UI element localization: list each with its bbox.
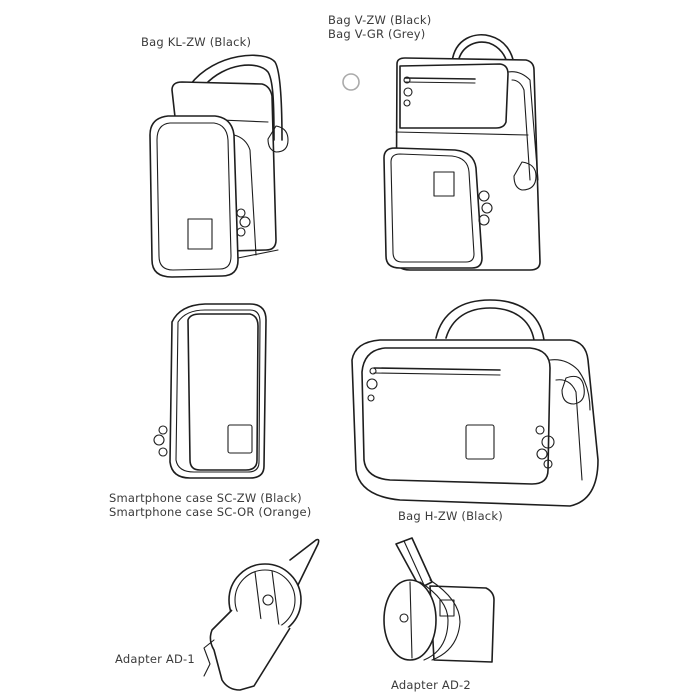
bag-h-zw-illustration bbox=[351, 299, 599, 507]
label-bag-kl-zw: Bag KL-ZW (Black) bbox=[141, 35, 252, 49]
label-bag-v-gr: Bag V-GR (Grey) bbox=[328, 27, 426, 41]
label-bag-h-zw: Bag H-ZW (Black) bbox=[398, 509, 503, 523]
adapter-ad-1-illustration bbox=[203, 538, 320, 691]
label-smartphone-case-sc-or: Smartphone case SC-OR (Orange) bbox=[109, 505, 312, 519]
radio-circle-icon[interactable] bbox=[342, 73, 360, 91]
label-smartphone-case-sc-zw: Smartphone case SC-ZW (Black) bbox=[109, 491, 302, 505]
bag-kl-zw-illustration bbox=[149, 54, 289, 278]
smartphone-case-illustration bbox=[153, 303, 267, 479]
label-adapter-ad-1: Adapter AD-1 bbox=[115, 652, 195, 666]
label-bag-v-zw: Bag V-ZW (Black) bbox=[328, 13, 432, 27]
bag-v-illustration bbox=[383, 34, 541, 271]
adapter-ad-2-illustration bbox=[383, 537, 495, 663]
label-adapter-ad-2: Adapter AD-2 bbox=[391, 678, 471, 692]
